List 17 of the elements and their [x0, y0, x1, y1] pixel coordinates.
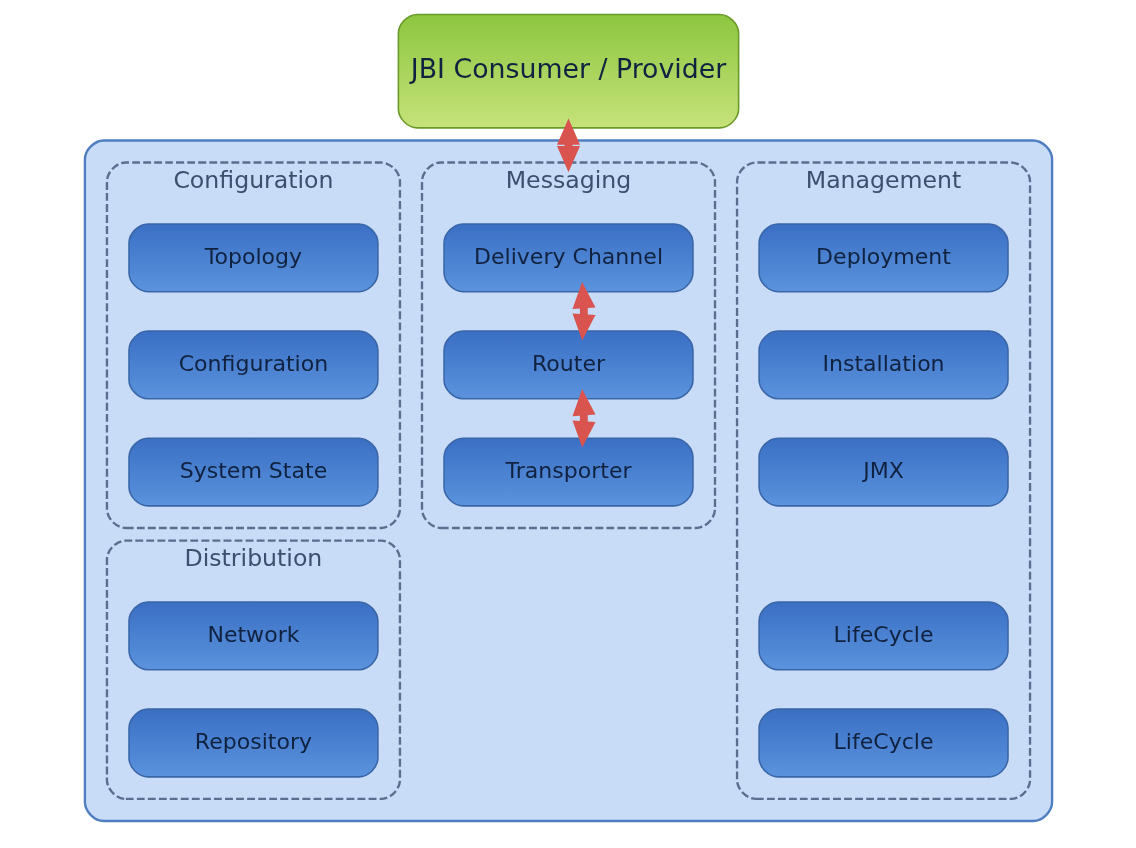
- node-box: Configuration: [127, 330, 379, 400]
- node-box: Repository: [127, 708, 379, 778]
- node-box: Router: [442, 330, 694, 400]
- node-box: System State: [127, 437, 379, 507]
- node-box: Deployment: [757, 223, 1009, 293]
- node-box: Installation: [757, 330, 1009, 400]
- node-box: Delivery Channel: [442, 223, 694, 293]
- node-box: JMX: [757, 437, 1009, 507]
- node-box: LifeCycle: [757, 601, 1009, 671]
- arrow: [572, 281, 595, 341]
- node-box: Network: [127, 601, 379, 671]
- node-box: JBI Consumer / Provider: [397, 13, 739, 129]
- node-box: LifeCycle: [757, 708, 1009, 778]
- arrow: [572, 389, 596, 448]
- arrow: [556, 118, 580, 173]
- node-box: Transporter: [442, 437, 694, 507]
- node-box: Topology: [127, 223, 379, 293]
